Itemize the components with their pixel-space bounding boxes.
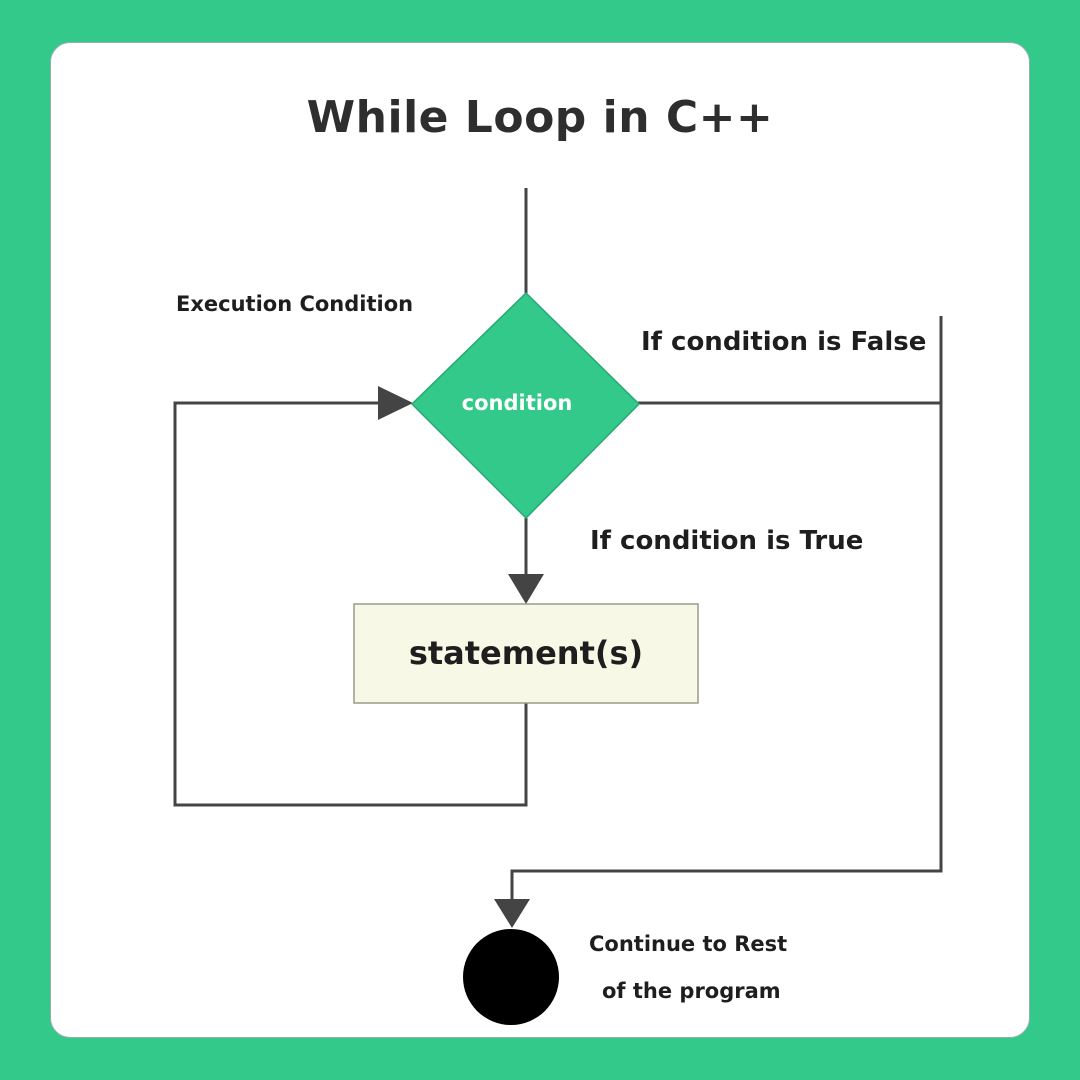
condition-node-label: condition bbox=[461, 391, 573, 415]
true-arrowhead bbox=[508, 574, 544, 604]
statement-box bbox=[353, 603, 699, 704]
page-title: While Loop in C++ bbox=[306, 92, 774, 143]
loop-back-arrowhead bbox=[378, 386, 413, 420]
continue-label-line1: Continue to Rest bbox=[589, 932, 788, 956]
execution-condition-label: Execution Condition bbox=[176, 292, 414, 316]
loop-back-path bbox=[173, 401, 528, 807]
if-false-label: If condition is False bbox=[641, 327, 927, 357]
continue-label-line2: of the program bbox=[602, 979, 781, 1003]
end-node bbox=[463, 929, 559, 1025]
exit-arrowhead bbox=[494, 899, 530, 928]
false-exit-path bbox=[510, 316, 943, 903]
statement-node-label: statement(s) bbox=[408, 634, 644, 672]
if-true-label: If condition is True bbox=[590, 526, 864, 556]
condition-diamond bbox=[410, 291, 641, 520]
